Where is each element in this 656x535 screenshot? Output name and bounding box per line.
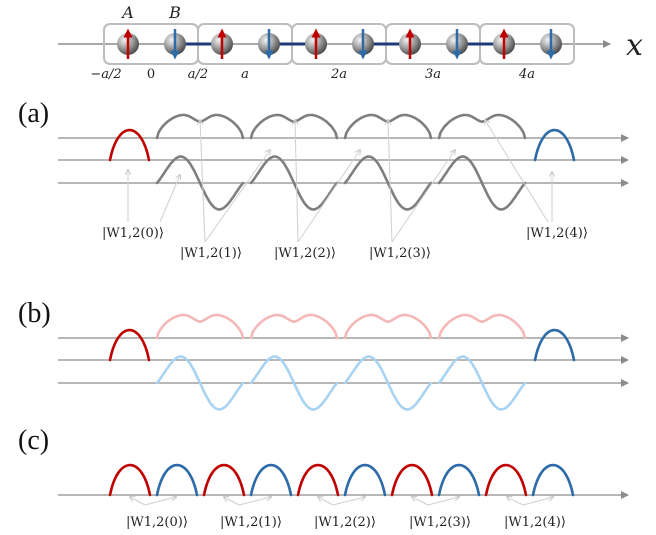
- pointer-line: [238, 497, 271, 506]
- wannier-bottom-light-blue: [343, 355, 433, 411]
- wannier-ket-label: |W1,2(0)⟩: [126, 515, 188, 530]
- wannier-ket-label: |W1,2(2)⟩: [314, 515, 376, 530]
- wannier-bottom-light-blue: [437, 355, 527, 411]
- pointer-line: [318, 497, 334, 506]
- panel-a: (a) |W1,2(0)⟩ |W1,2(1)⟩ |W1,2(2)⟩ |W1,2(…: [18, 98, 629, 261]
- wannier-b-blue: [343, 464, 387, 497]
- tick-label: 0: [147, 67, 155, 82]
- wannier-top-light-red: [155, 313, 245, 340]
- site-label-b: B: [168, 3, 181, 22]
- panel-c: (c) |W1,2(0)⟩ |W1,2(1)⟩ |W1,2(2)⟩ |W1,2(…: [18, 425, 629, 530]
- wannier-a-red: [202, 464, 246, 497]
- wannier-ket-label: |W1,2(3)⟩: [369, 246, 431, 261]
- wannier-top-gray: [249, 113, 339, 140]
- pointer-line: [388, 120, 393, 243]
- pointer-line: [522, 497, 553, 506]
- pointer-line: [427, 497, 459, 506]
- pointer-line: [295, 120, 299, 243]
- wannier-b-blue: [437, 464, 481, 497]
- pointer-line: [130, 497, 146, 506]
- pointer-line: [412, 497, 429, 506]
- pointer-line: [144, 497, 176, 506]
- pointer-line: [485, 120, 549, 223]
- pointer-line: [507, 497, 524, 506]
- tick-label: 2a: [330, 67, 347, 82]
- wannier-a-red: [484, 464, 528, 497]
- wannier-ket-label: |W1,2(4)⟩: [504, 515, 566, 530]
- axis-label-x: x: [626, 28, 643, 63]
- wannier-b-blue: [155, 464, 199, 497]
- tick-label: 3a: [425, 67, 441, 82]
- wannier-top-light-red: [249, 313, 339, 340]
- wannier-b-blue: [249, 464, 293, 497]
- pointer-line: [200, 120, 206, 243]
- panel-label-a: (a): [18, 98, 49, 129]
- tick-label: a: [241, 67, 249, 82]
- wannier-top-light-red: [343, 313, 433, 340]
- wannier-bottom-light-blue: [249, 355, 339, 411]
- tick-label: 4a: [518, 67, 535, 82]
- chain-row: x A B −a/2: [58, 3, 643, 82]
- tick-label: a/2: [188, 67, 208, 82]
- pointer-line: [391, 150, 455, 243]
- wannier-edge-blue: [533, 329, 576, 362]
- wannier-ket-label: |W1,2(2)⟩: [274, 246, 336, 261]
- wannier-ket-label: |W1,2(1)⟩: [220, 515, 282, 530]
- pointer-line: [224, 497, 240, 506]
- wannier-ket-label: |W1,2(1)⟩: [180, 246, 242, 261]
- wannier-edge-red: [108, 329, 151, 362]
- wannier-a-red: [390, 464, 434, 497]
- panel-b: (b): [18, 298, 629, 411]
- wannier-ket-label: |W1,2(3)⟩: [409, 515, 471, 530]
- pointer-line: [204, 150, 270, 243]
- wannier-b-blue: [531, 464, 575, 497]
- wannier-top-light-red: [437, 313, 527, 340]
- wannier-ket-label: |W1,2(0)⟩: [102, 226, 164, 241]
- wannier-edge-red: [108, 129, 151, 162]
- tick-label: −a/2: [90, 67, 121, 82]
- panel-label-c: (c): [18, 425, 49, 456]
- wannier-bottom-gray: [343, 155, 433, 211]
- wannier-edge-blue: [533, 129, 576, 162]
- site-label-a: A: [120, 3, 134, 22]
- wannier-bottom-gray: [437, 155, 527, 211]
- wannier-bottom-gray: [249, 155, 339, 211]
- wannier-ket-label: |W1,2(4)⟩: [526, 226, 588, 241]
- wannier-a-red: [296, 464, 340, 497]
- pointer-line: [159, 175, 180, 223]
- pointer-line: [297, 150, 360, 243]
- pointer-line: [332, 497, 365, 506]
- wannier-top-gray: [437, 113, 527, 140]
- panel-label-b: (b): [18, 298, 51, 329]
- wannier-bottom-gray: [155, 155, 245, 211]
- wannier-bottom-light-blue: [155, 355, 245, 411]
- wannier-a-red: [108, 464, 152, 497]
